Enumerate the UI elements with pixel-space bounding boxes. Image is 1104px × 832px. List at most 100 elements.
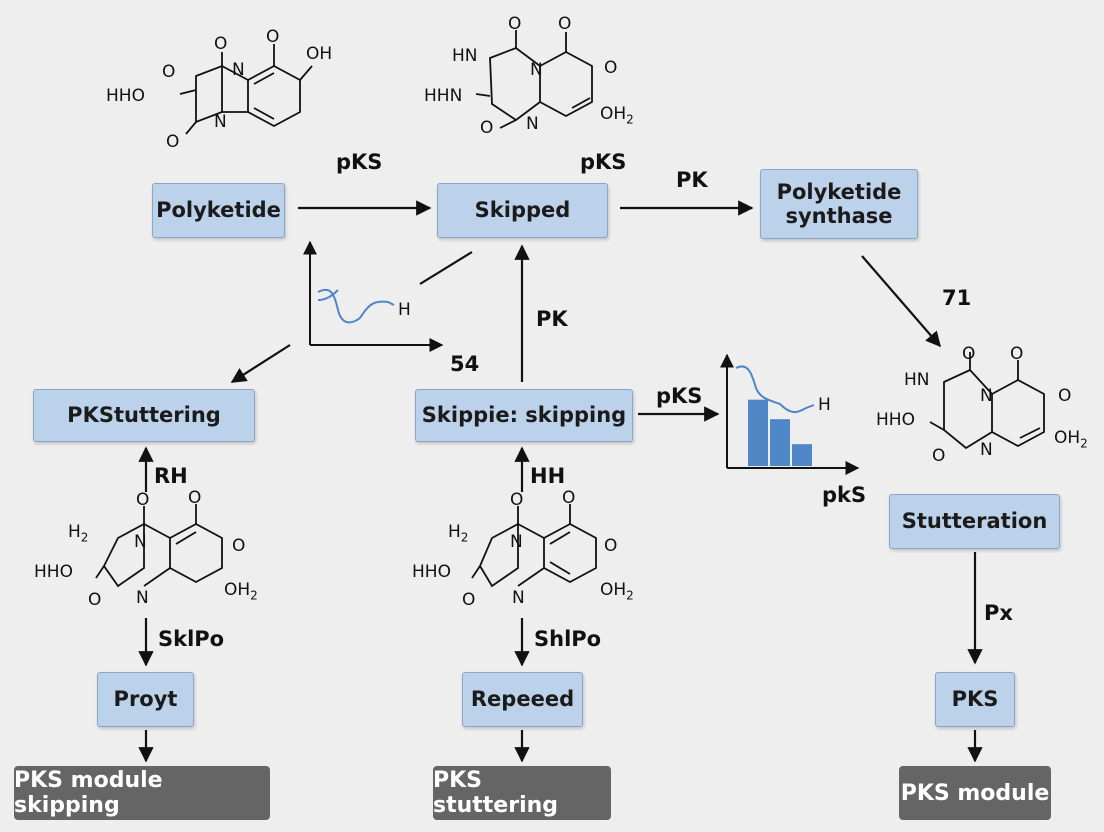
molecule-4-bonds bbox=[95, 504, 223, 588]
edge-label-hh: HH bbox=[530, 464, 566, 488]
node-skipped[interactable]: Skipped bbox=[437, 183, 608, 238]
molecule-1-bonds bbox=[179, 44, 313, 135]
edge-label-71: 71 bbox=[942, 286, 972, 310]
edge-label-pk-mid: PK bbox=[536, 307, 568, 331]
molecule-3-bonds bbox=[929, 352, 1045, 450]
node-repeeed-label: Repeeed bbox=[470, 687, 575, 712]
arrow-to-pkstuttering bbox=[230, 344, 291, 383]
node-pks-label: PKS bbox=[951, 687, 999, 712]
output-pks-stuttering-label: PKS stuttering bbox=[433, 768, 559, 818]
mol5-o2: O bbox=[562, 488, 576, 508]
mol5-o3: O bbox=[604, 536, 618, 556]
arrow-synthase-to-molecule bbox=[861, 255, 942, 348]
mol5-n1: N bbox=[510, 532, 523, 552]
node-polyketide-label: Polyketide bbox=[156, 198, 281, 223]
output-pks-module-label: PKS module bbox=[900, 780, 1050, 806]
mol3-n1: N bbox=[980, 386, 993, 406]
mini-plot-curve-2 bbox=[317, 289, 339, 301]
mol1-o2: O bbox=[214, 34, 228, 54]
node-polyketide-synthase[interactable]: Polyketide synthase bbox=[760, 169, 918, 239]
mol2-o1: O bbox=[508, 14, 522, 34]
mol5-ho: HHO bbox=[412, 562, 451, 582]
bar-chart bbox=[720, 353, 860, 475]
mini-plot-curve bbox=[317, 288, 395, 324]
mol4-n2: N bbox=[136, 588, 149, 608]
mol1-o3: O bbox=[266, 27, 280, 47]
mol4-ho: HHO bbox=[34, 562, 73, 582]
node-stutteration-label: Stutteration bbox=[901, 509, 1048, 534]
mol3-o1: O bbox=[962, 344, 976, 364]
node-polyketide-synthase-label: Polyketide synthase bbox=[776, 179, 902, 228]
mol2-n1: N bbox=[530, 60, 543, 80]
mol4-o3: O bbox=[232, 536, 246, 556]
mol2-o4: O bbox=[480, 118, 494, 138]
mol2-o3: O bbox=[604, 58, 618, 78]
edge-label-shlpo: ShlPo bbox=[534, 627, 602, 651]
mol1-oh: OH bbox=[306, 44, 333, 64]
mol5-oh2: OH2 bbox=[600, 580, 634, 603]
mol5-o1: O bbox=[510, 490, 524, 510]
mol3-n2: N bbox=[980, 440, 993, 460]
mol1-n2: N bbox=[214, 112, 227, 132]
mol3-hn: HN bbox=[904, 370, 930, 390]
node-repeeed[interactable]: Repeeed bbox=[462, 672, 583, 727]
edge-label-pk-top: PK bbox=[676, 168, 708, 192]
mol4-n1: N bbox=[134, 532, 147, 552]
edge-label-sklpo: SklPo bbox=[158, 627, 225, 651]
mol5-n2: N bbox=[512, 588, 525, 608]
bar-chart-trend-line bbox=[735, 365, 815, 414]
mol2-hn1: HN bbox=[452, 46, 478, 66]
node-skippie-label: Skippie: skipping bbox=[421, 403, 627, 428]
bar-chart-xlabel: pkS bbox=[822, 483, 867, 507]
mol3-o3: O bbox=[1058, 386, 1072, 406]
edge-label-rh: RH bbox=[154, 464, 188, 488]
output-pks-stuttering[interactable]: PKS stuttering bbox=[433, 766, 611, 820]
edge-label-pks-mid: pKS bbox=[656, 384, 703, 408]
edge-label-54: 54 bbox=[450, 352, 480, 376]
mol4-o4: O bbox=[88, 590, 102, 610]
mol5-o4: O bbox=[462, 590, 476, 610]
node-pkstuttering-label: PKStuttering bbox=[67, 403, 221, 428]
mol2-oh2: OH2 bbox=[600, 104, 634, 127]
edge-label-px: Px bbox=[984, 601, 1013, 625]
node-skipped-label: Skipped bbox=[474, 198, 571, 223]
mol4-h2: H2 bbox=[68, 522, 89, 545]
mol2-n2: N bbox=[526, 114, 539, 134]
edge-label-pks-top-right: pKS bbox=[580, 150, 627, 174]
edge-label-pks-top-left: pKS bbox=[336, 150, 383, 174]
mol4-o2: O bbox=[188, 488, 202, 508]
node-pkstuttering[interactable]: PKStuttering bbox=[33, 389, 255, 442]
mol1-ho: HHO bbox=[106, 86, 145, 106]
molecule-5-bonds bbox=[471, 504, 597, 588]
bar-2 bbox=[770, 419, 790, 466]
output-pks-module[interactable]: PKS module bbox=[899, 766, 1051, 820]
bar-chart-line-label: H bbox=[818, 395, 831, 415]
mol3-o4: O bbox=[932, 446, 946, 466]
node-proyt[interactable]: Proyt bbox=[97, 672, 194, 727]
node-pks[interactable]: PKS bbox=[935, 672, 1015, 727]
bar-1 bbox=[748, 399, 768, 466]
mini-plot bbox=[303, 240, 444, 352]
output-pks-module-skipping[interactable]: PKS module skipping bbox=[14, 766, 270, 820]
mini-plot-label: H bbox=[398, 300, 411, 320]
mol1-n1: N bbox=[232, 60, 245, 80]
mol3-o2: O bbox=[1010, 344, 1024, 364]
mol3-ho: HHO bbox=[876, 410, 915, 430]
mol4-oh2: OH2 bbox=[224, 580, 258, 603]
mol5-h2: H2 bbox=[448, 522, 469, 545]
mol3-oh2: OH2 bbox=[1054, 428, 1088, 451]
bar-3 bbox=[792, 444, 812, 466]
line-skipped-diagonal bbox=[419, 251, 473, 285]
molecule-2-bonds bbox=[475, 30, 593, 129]
output-pks-module-skipping-label: PKS module skipping bbox=[14, 768, 163, 818]
mol2-o2: O bbox=[558, 14, 572, 34]
mol1-o1: O bbox=[162, 62, 176, 82]
node-stutteration[interactable]: Stutteration bbox=[889, 494, 1060, 549]
mol1-o4: O bbox=[166, 132, 180, 152]
node-polyketide[interactable]: Polyketide bbox=[152, 183, 285, 238]
node-skippie-skipping[interactable]: Skippie: skipping bbox=[415, 389, 633, 442]
node-proyt-label: Proyt bbox=[113, 687, 178, 712]
mol2-hn2: HHN bbox=[424, 86, 463, 106]
